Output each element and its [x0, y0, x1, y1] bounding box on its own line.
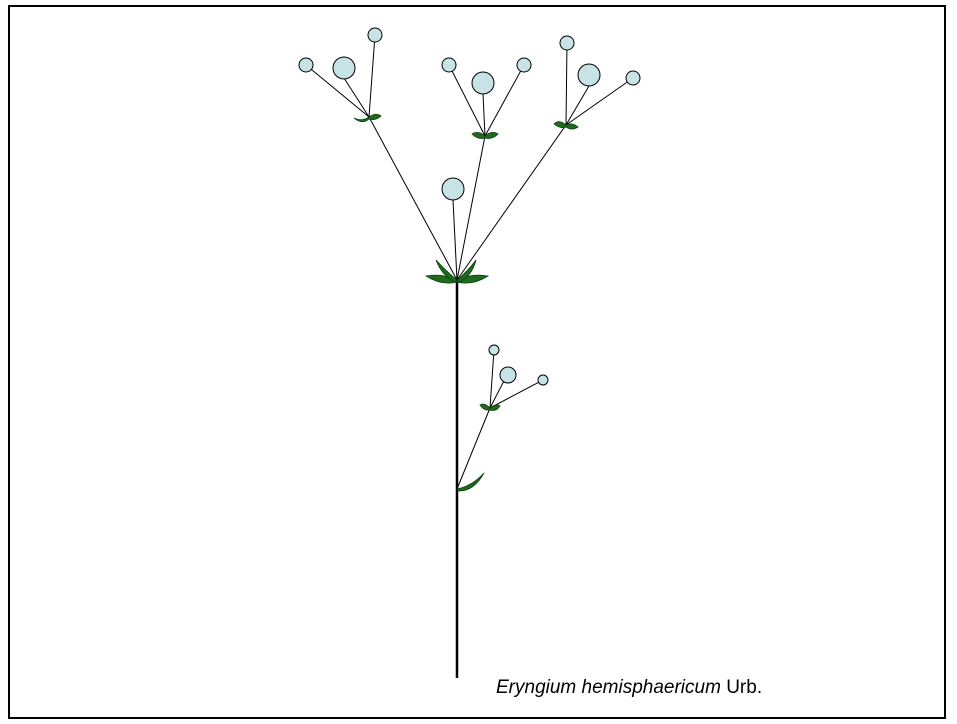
bract — [457, 473, 484, 491]
floret — [578, 64, 600, 86]
ray-left — [369, 117, 457, 280]
lateral-branch — [457, 345, 548, 491]
floret — [472, 72, 494, 94]
species-caption: Eryngium hemisphaericum Urb. — [496, 677, 762, 699]
species-authority: Urb. — [726, 677, 762, 698]
floret — [626, 71, 640, 85]
floret — [538, 375, 548, 385]
ray-middle — [457, 136, 485, 280]
umbellet-middle — [442, 58, 531, 139]
floret — [368, 28, 382, 42]
bract — [480, 404, 490, 410]
bract — [472, 132, 485, 138]
floret — [333, 57, 355, 79]
species-name: Eryngium hemisphaericum — [496, 677, 721, 698]
primary-rays — [369, 117, 566, 280]
floret — [299, 58, 313, 72]
bract — [566, 124, 578, 129]
floret — [560, 36, 574, 50]
ray-right — [457, 125, 566, 280]
floret — [500, 367, 516, 383]
floret — [442, 58, 456, 72]
bract — [369, 114, 381, 119]
bract — [554, 122, 566, 128]
ray-center — [453, 200, 457, 280]
umbellet-left — [299, 28, 382, 122]
floret — [489, 345, 499, 355]
floret — [517, 58, 531, 72]
bract — [354, 117, 369, 122]
umbellet-right — [554, 36, 640, 129]
central-floret — [442, 178, 464, 200]
